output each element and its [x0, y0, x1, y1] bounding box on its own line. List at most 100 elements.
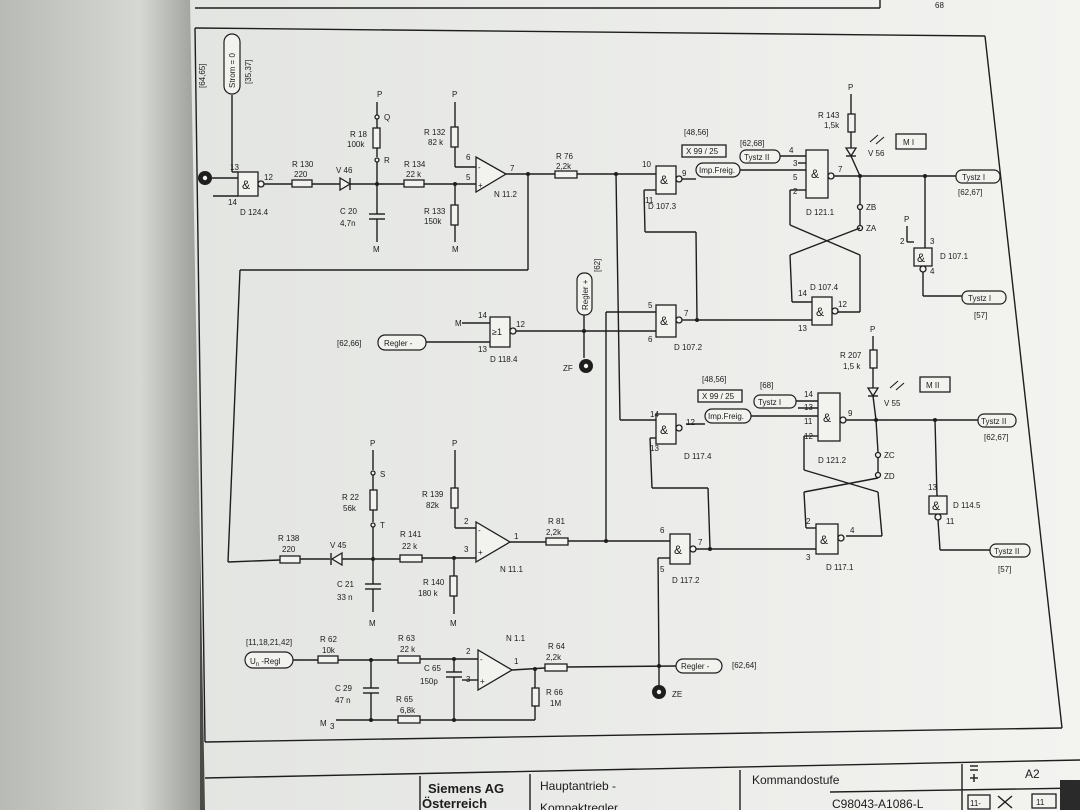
- svg-text:&: &: [674, 543, 682, 557]
- connector-x99-25-2: [697, 389, 743, 403]
- svg-text:[62,67]: [62,67]: [958, 188, 982, 197]
- svg-text:12: 12: [686, 418, 695, 427]
- svg-text:150k: 150k: [424, 217, 442, 226]
- svg-text:[48,56]: [48,56]: [684, 128, 708, 137]
- gate-d117-2: & 6 7 5 D 117.2: [660, 526, 703, 585]
- svg-text:3: 3: [330, 722, 335, 731]
- svg-text:33 n: 33 n: [337, 593, 353, 602]
- svg-text:&: &: [660, 173, 668, 187]
- svg-text:2: 2: [793, 187, 798, 196]
- svg-text:13: 13: [478, 345, 487, 354]
- svg-text:[62]: [62]: [593, 259, 602, 272]
- svg-text:M: M: [373, 245, 380, 254]
- svg-text:Tystz II: Tystz II: [981, 417, 1006, 426]
- svg-text:7: 7: [838, 165, 843, 174]
- resistor-r141: [399, 554, 423, 563]
- svg-text:N 11.1: N 11.1: [500, 565, 524, 574]
- svg-text:M II: M II: [926, 381, 939, 390]
- opamp-n11-1: - + 2 3 1 N 11.1: [464, 517, 524, 574]
- resistor-r139: [450, 487, 459, 509]
- svg-text:+: +: [478, 181, 483, 190]
- strom-label: Strom = 0: [228, 53, 237, 88]
- svg-text:14: 14: [804, 390, 813, 399]
- svg-text:[57]: [57]: [998, 565, 1011, 574]
- svg-text:ZC: ZC: [884, 451, 895, 460]
- svg-text:2: 2: [464, 517, 469, 526]
- svg-text:10: 10: [642, 160, 651, 169]
- resistor-r207: [869, 349, 878, 369]
- svg-text:11: 11: [946, 517, 955, 526]
- svg-text:47 n: 47 n: [335, 696, 351, 705]
- svg-text:R 63: R 63: [398, 634, 415, 643]
- page-number: 68: [935, 1, 944, 10]
- net-label-tystz-ii-out: [977, 413, 1017, 428]
- svg-text:Tystz I: Tystz I: [968, 294, 991, 303]
- svg-text:82 k: 82 k: [428, 138, 444, 147]
- svg-text:150p: 150p: [420, 677, 438, 686]
- svg-text:M: M: [450, 619, 457, 628]
- d124-4-label: D 124.4: [240, 208, 269, 217]
- net-label-regler-minus-out: [675, 658, 723, 674]
- svg-text:5: 5: [793, 173, 798, 182]
- resistor-r66: [531, 687, 540, 707]
- svg-text:9: 9: [682, 169, 687, 178]
- svg-text:Imp.Freig.: Imp.Freig.: [699, 166, 735, 175]
- svg-text:C 20: C 20: [340, 207, 357, 216]
- svg-text:P: P: [870, 325, 875, 334]
- svg-text:[68]: [68]: [760, 381, 773, 390]
- svg-text:D 121.2: D 121.2: [818, 456, 847, 465]
- svg-text:R 130: R 130: [292, 160, 314, 169]
- svg-text:&: &: [242, 178, 250, 192]
- svg-text:Un -Regl: Un -Regl: [250, 657, 281, 668]
- svg-text:&: &: [917, 251, 925, 265]
- svg-text:C 21: C 21: [337, 580, 354, 589]
- svg-text:22 k: 22 k: [400, 645, 416, 654]
- svg-text:1: 1: [514, 532, 519, 541]
- svg-text:2: 2: [806, 517, 811, 526]
- resistor-r65: [397, 715, 421, 724]
- svg-text:4: 4: [850, 526, 855, 535]
- resistor-r133: [450, 204, 459, 226]
- svg-text:R 143: R 143: [818, 111, 840, 120]
- svg-text:[62,66]: [62,66]: [337, 339, 361, 348]
- svg-text:1M: 1M: [550, 699, 561, 708]
- resistor-r18: [372, 127, 381, 149]
- svg-text:P: P: [452, 439, 457, 448]
- resistor-r62: [317, 655, 339, 664]
- svg-text:D 107.1: D 107.1: [940, 252, 969, 261]
- resistor-r132: [450, 126, 459, 148]
- svg-text:-: -: [480, 655, 483, 664]
- svg-text:ZF: ZF: [563, 364, 573, 373]
- svg-text:ZA: ZA: [866, 224, 877, 233]
- svg-text:V 46: V 46: [336, 166, 353, 175]
- svg-text:6: 6: [648, 335, 653, 344]
- svg-text:ZE: ZE: [672, 690, 682, 699]
- svg-text:R 132: R 132: [424, 128, 446, 137]
- svg-text:12: 12: [516, 320, 525, 329]
- svg-text:&: &: [823, 411, 831, 425]
- resistor-r22: [369, 489, 378, 511]
- svg-text:V 56: V 56: [868, 149, 885, 158]
- svg-text:4,7n: 4,7n: [340, 219, 356, 228]
- svg-text:6: 6: [466, 153, 471, 162]
- svg-text:[57]: [57]: [974, 311, 987, 320]
- svg-text:7: 7: [510, 164, 515, 173]
- svg-text:14: 14: [798, 289, 807, 298]
- svg-text:N 11.2: N 11.2: [494, 190, 518, 199]
- svg-text:M I: M I: [903, 138, 914, 147]
- svg-text:3: 3: [464, 545, 469, 554]
- opamp-n11-2: - + 6 5 7 N 11.2: [466, 153, 518, 199]
- gate-d107-3: & 10 9 11 D 107.3: [642, 160, 687, 211]
- strom-ref1: [64,65]: [198, 64, 207, 88]
- svg-text:[11,18,21,42]: [11,18,21,42]: [246, 638, 292, 647]
- resistor-r63: [397, 655, 421, 664]
- svg-text:Q: Q: [384, 113, 390, 122]
- svg-text:D 107.4: D 107.4: [810, 283, 839, 292]
- svg-text:D 107.2: D 107.2: [674, 343, 703, 352]
- svg-text:+: +: [478, 548, 483, 557]
- project-title: Hauptantrieb -: [540, 779, 616, 793]
- svg-text:R 66: R 66: [546, 688, 563, 697]
- svg-text:R 207: R 207: [840, 351, 862, 360]
- svg-text:[62,64]: [62,64]: [732, 661, 756, 670]
